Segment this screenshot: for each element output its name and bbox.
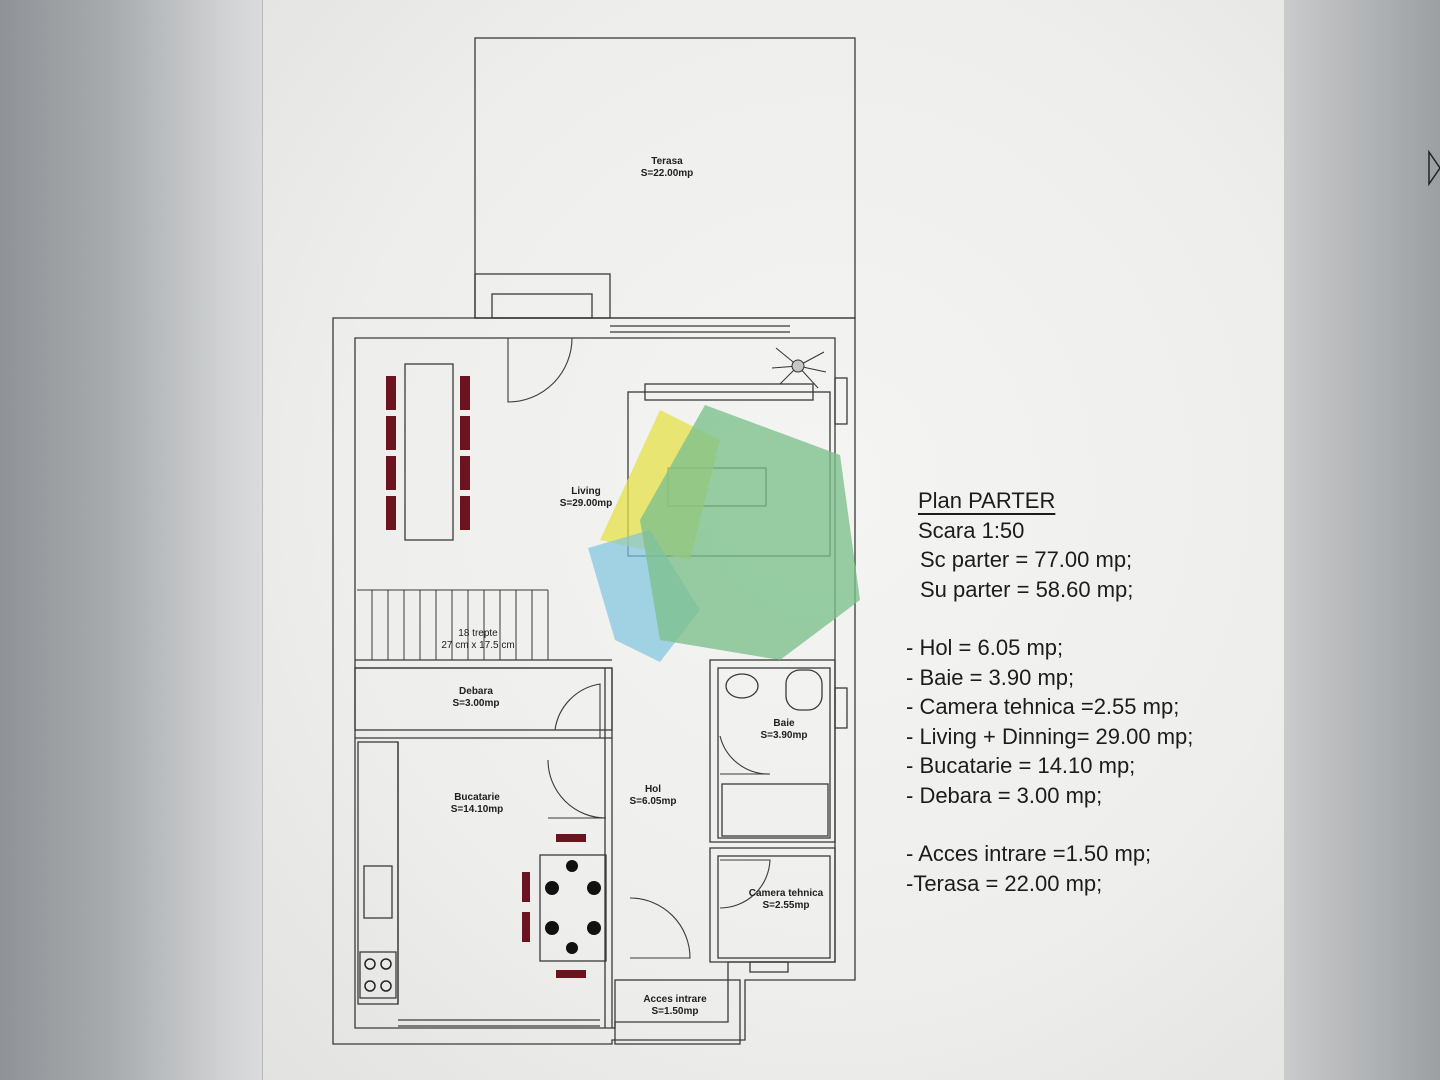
monitor-edge <box>1284 0 1440 1080</box>
legend-item: - Hol = 6.05 mp; <box>906 635 1064 660</box>
legend-item: -Terasa = 22.00 mp; <box>906 870 1103 896</box>
cursor-icon <box>1428 150 1440 187</box>
dining-table <box>404 363 454 541</box>
bathtub <box>721 783 829 837</box>
legend-item: - Debara = 3.00 mp; <box>906 782 1103 808</box>
legend-title: Plan PARTER <box>918 488 1056 513</box>
kitchen-table <box>539 854 607 962</box>
stairs <box>357 589 549 660</box>
lens-flare <box>588 405 860 662</box>
dining-chairs <box>386 376 586 978</box>
legend-item: - Baie = 3.90 mp; <box>906 664 1075 690</box>
plan-legend: Plan PARTER Scara 1:50 Sc parter = 77.00… <box>906 486 1193 898</box>
stove <box>364 958 392 992</box>
legend-item: - Acces intrare =1.50 mp; <box>906 841 1152 866</box>
outer-wall <box>332 317 856 1045</box>
bath-wall <box>709 659 836 843</box>
legend-sc-parter: Sc parter = 77.00 mp; <box>920 547 1133 572</box>
entry-wall <box>614 979 741 1045</box>
legend-item: - Bucatarie = 14.10 mp; <box>906 753 1136 778</box>
kitchen-chairs <box>545 860 601 954</box>
terrace-step <box>474 273 611 319</box>
terrace-step-inner <box>491 293 593 319</box>
legend-item: - Living + Dinning= 29.00 mp; <box>906 723 1194 749</box>
plant-icon <box>771 347 827 389</box>
door-swings <box>507 337 771 959</box>
legend-item: - Camera tehnica =2.55 mp; <box>906 694 1180 719</box>
legend-scale: Scara 1:50 <box>918 517 1025 543</box>
legend-su-parter: Su parter = 58.60 mp; <box>920 576 1134 602</box>
